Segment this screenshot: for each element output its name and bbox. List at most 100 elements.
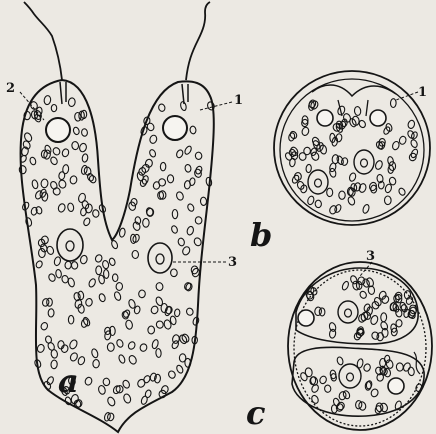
label-panel-a: a bbox=[58, 362, 79, 400]
chloroplast-granule bbox=[160, 162, 166, 171]
cyst-wall-inner-b bbox=[280, 79, 424, 221]
nucleolus-b-left bbox=[315, 179, 322, 187]
chloroplast-granule bbox=[35, 260, 43, 269]
chloroplast-granule bbox=[178, 334, 188, 345]
chloroplast-granule bbox=[358, 401, 367, 411]
chloroplast-granule bbox=[301, 127, 310, 137]
chloroplast-granule bbox=[74, 112, 81, 121]
chloroplast-granule bbox=[298, 152, 306, 161]
chloroplast-granule bbox=[153, 181, 161, 190]
chloroplast-granule bbox=[46, 376, 55, 386]
chloroplast-granule bbox=[171, 225, 179, 234]
chloroplast-granule bbox=[113, 291, 121, 301]
chloroplast-granule bbox=[155, 320, 164, 329]
gullet-left bbox=[60, 82, 66, 104]
chloroplast-granule bbox=[61, 148, 69, 157]
chloroplast-granule bbox=[150, 305, 159, 314]
chloroplast-granule bbox=[73, 127, 81, 136]
chloroplast-granule bbox=[319, 375, 328, 384]
chloroplast-granule bbox=[348, 172, 356, 182]
contractile-vacuole-left bbox=[46, 118, 70, 142]
chloroplast-granule bbox=[371, 331, 380, 341]
chloroplast-granule bbox=[195, 217, 202, 225]
chloroplast-granule bbox=[177, 237, 185, 246]
chloroplast-granule bbox=[160, 385, 169, 395]
nucleolus-right bbox=[156, 254, 164, 264]
chloroplast-granule bbox=[93, 359, 100, 367]
chloroplast-granule bbox=[44, 144, 52, 154]
vacuole-c-upper bbox=[298, 310, 314, 326]
label-1-a: 1 bbox=[234, 93, 243, 108]
chloroplast-granule bbox=[408, 152, 417, 162]
chloroplast-granule bbox=[391, 141, 400, 151]
chloroplast-granule bbox=[51, 104, 57, 111]
chloroplast-granule bbox=[328, 322, 336, 332]
chloroplast-granule bbox=[190, 126, 197, 134]
vacuole-b-right bbox=[370, 110, 386, 126]
division-furrow-b bbox=[312, 85, 396, 96]
chloroplast-granule bbox=[384, 196, 391, 205]
chloroplast-granule bbox=[96, 266, 102, 275]
chloroplast-granule bbox=[49, 181, 58, 191]
chloroplast-granule bbox=[374, 160, 383, 171]
chloroplast-granule bbox=[128, 354, 138, 365]
chloroplast-granule bbox=[69, 175, 77, 184]
chloroplast-granule bbox=[123, 393, 132, 404]
gullet-right bbox=[182, 84, 188, 104]
chloroplast-granule bbox=[336, 155, 345, 165]
chloroplast-granule bbox=[373, 296, 382, 306]
chloroplast-granule bbox=[311, 394, 320, 404]
panel-a-cell: 2 1 3 a bbox=[6, 2, 243, 432]
chloroplast-granule bbox=[170, 269, 177, 277]
chloroplast-granule bbox=[132, 250, 139, 258]
chloroplast-granule bbox=[315, 200, 321, 208]
contractile-vacuole-right bbox=[163, 116, 187, 140]
chloroplast-granule bbox=[71, 141, 79, 150]
chloroplast-granule bbox=[52, 147, 61, 157]
chloroplast-granule bbox=[121, 311, 129, 320]
chloroplast-granule bbox=[103, 378, 110, 386]
chloroplast-granule bbox=[119, 228, 126, 238]
chloroplast-granule bbox=[143, 218, 149, 227]
chloroplast-granule bbox=[140, 395, 148, 405]
chloroplast-granule bbox=[55, 269, 62, 278]
chloroplast-granule bbox=[107, 343, 114, 352]
chloroplast-granule bbox=[407, 309, 416, 319]
chloroplast-granule bbox=[305, 367, 313, 377]
chloroplast-granule bbox=[370, 388, 379, 398]
cyst-wall-outer-b bbox=[274, 71, 430, 225]
flagellum-right bbox=[186, 2, 210, 80]
chloroplast-granule bbox=[45, 335, 52, 343]
chloroplast-granule bbox=[358, 183, 367, 193]
chloroplast-granule bbox=[175, 149, 184, 159]
chloroplast-granule bbox=[156, 348, 162, 357]
vacuole-c-lower bbox=[388, 378, 404, 394]
chloroplast-granule bbox=[390, 99, 396, 108]
chloroplast-granule bbox=[193, 237, 202, 247]
nucleus-b-right bbox=[354, 150, 374, 174]
chloroplast-granule bbox=[158, 103, 166, 112]
chloroplast-granule bbox=[408, 367, 415, 376]
chloroplast-granule bbox=[149, 372, 157, 381]
chloroplast-granule bbox=[299, 372, 308, 382]
chloroplast-granule bbox=[172, 209, 178, 218]
chloroplast-granule bbox=[151, 339, 159, 349]
chloroplast-granule bbox=[41, 179, 49, 188]
label-3-a: 3 bbox=[228, 255, 237, 270]
chloroplast-granule bbox=[154, 374, 161, 383]
chloroplast-granule bbox=[407, 130, 416, 140]
chloroplast-granule bbox=[181, 246, 191, 256]
chloroplast-granule bbox=[164, 306, 172, 317]
chloroplast-granule bbox=[363, 303, 371, 312]
chloroplast-granule bbox=[398, 187, 407, 196]
chloroplast-granule bbox=[106, 396, 116, 407]
chloroplast-granule bbox=[175, 191, 184, 201]
chloroplast-granule bbox=[387, 156, 394, 166]
chloroplast-granule bbox=[92, 209, 99, 217]
nucleolus-c-upper bbox=[345, 309, 352, 317]
chloroplast-granule bbox=[405, 296, 414, 306]
chloroplast-granule bbox=[40, 322, 49, 331]
chloroplast-granule bbox=[116, 282, 123, 290]
chloroplast-granule bbox=[94, 254, 103, 263]
chloroplast-granule bbox=[149, 149, 157, 158]
